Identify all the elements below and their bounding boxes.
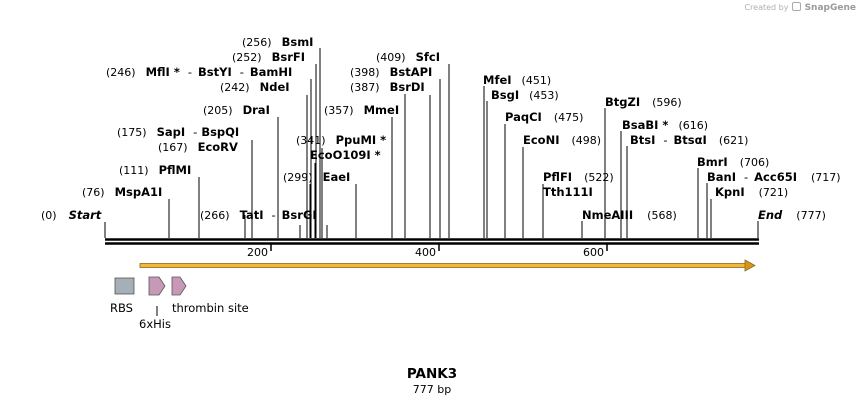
feature-label: RBS [110, 301, 133, 315]
site-label: KpnI(721) [715, 185, 788, 199]
site-label: (357)MmeI [324, 103, 399, 117]
rbs-icon [114, 277, 135, 295]
site-label: PflFI(522) [543, 170, 614, 184]
site-label: BanI-Acc65I(717) [707, 170, 841, 184]
site-label: BsaBI *(616) [622, 118, 708, 132]
site-label: (398)BstAPI [350, 65, 432, 79]
orf-bar [139, 263, 747, 268]
site-label: Tth111I [543, 185, 593, 199]
site-label: (252)BsrFI [232, 50, 305, 64]
site-label: (111)PflMI [119, 163, 191, 177]
site-label: BtgZI(596) [605, 95, 682, 109]
site-label: (266)TatI-BsrGI [200, 208, 317, 222]
plasmid-length: 777 bp [412, 383, 452, 396]
protease-site-arrow-icon [171, 276, 187, 296]
site-label: EcoNI(498) [523, 133, 601, 147]
site-label: (175)SapI-BspQI [117, 125, 239, 139]
site-label: (299)EaeI [283, 170, 350, 184]
site-label: BsgI(453) [491, 88, 559, 102]
tag-arrow-icon [148, 276, 166, 296]
site-label: End(777) [758, 208, 826, 222]
site-label: BmrI(706) [697, 155, 769, 169]
ruler-tick-label: 200 [247, 246, 268, 259]
orf-arrowhead [744, 259, 756, 272]
site-label: (409)SfcI [376, 50, 440, 64]
site-label: (167)EcoRV [158, 140, 238, 154]
site-label: (242)NdeI [220, 80, 290, 94]
cut-site-lines [104, 48, 759, 238]
site-label: BtsI-BtsαI(621) [630, 133, 748, 147]
feature-label: 6xHis [139, 317, 171, 331]
site-label: (246)MflI *-BstYI-BamHI [106, 65, 292, 79]
feature-rbs[interactable]: RBS [110, 277, 135, 315]
site-label: MfeI(451) [483, 73, 551, 87]
site-label: EcoO109I * [310, 148, 381, 162]
snapgene-logo-icon [792, 2, 802, 11]
cut-site-labels: (0)Start (76)MspA1I (111)PflMI (167)EcoR… [41, 35, 841, 222]
orf-arrow[interactable] [139, 259, 756, 272]
plasmid-name: PANK3 [406, 366, 458, 382]
site-label: (0)Start [41, 208, 102, 222]
site-label: (387)BsrDI [350, 80, 425, 94]
sequence-backbone [105, 238, 759, 245]
feature-6xhis[interactable]: 6xHis [139, 276, 171, 331]
feature-thrombin-site[interactable]: thrombin site [171, 276, 249, 315]
site-label: PaqCI(475) [505, 110, 583, 124]
ruler: 200 400 600 [247, 244, 608, 259]
site-label: (256)BsmI [242, 35, 313, 49]
site-label: (341)PpuMI * [296, 133, 386, 147]
site-label: NmeAIII(568) [582, 208, 677, 222]
site-label: (205)DraI [203, 103, 270, 117]
ruler-tick-label: 600 [583, 246, 604, 259]
ruler-tick-label: 400 [415, 246, 436, 259]
snapgene-credit: Created by SnapGene [744, 2, 856, 13]
feature-label: thrombin site [172, 301, 249, 315]
site-label: (76)MspA1I [82, 185, 162, 199]
